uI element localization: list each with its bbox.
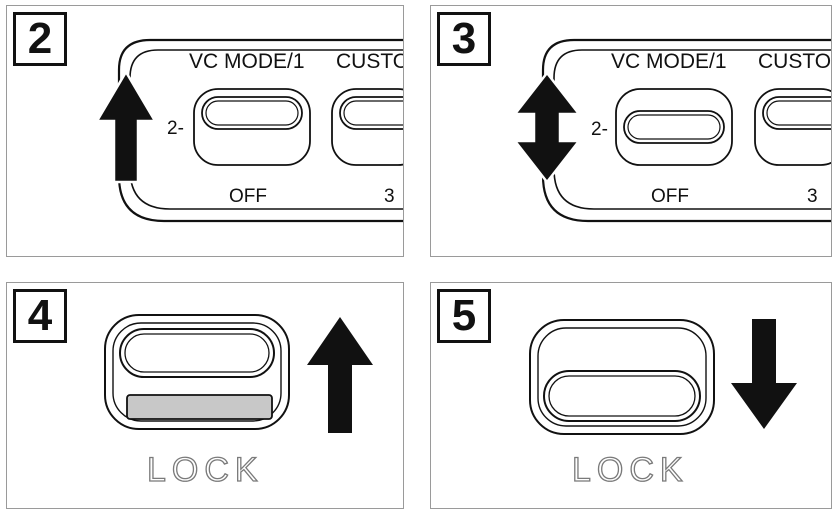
switch-diagram-step-2: VC MODE/1 CUSTO 2- OFF 3: [94, 38, 404, 223]
lock-indicator: [126, 394, 273, 420]
custom-label: CUSTO: [336, 50, 404, 73]
lock-slider[interactable]: [543, 370, 701, 422]
step-number-4: 4: [13, 289, 67, 343]
switch-knob[interactable]: [623, 110, 725, 144]
switch-knob[interactable]: [201, 96, 303, 130]
up-arrow-icon: [307, 317, 373, 433]
lock-diagram-step-4: LOCK: [104, 314, 373, 490]
down-arrow-icon: [731, 319, 797, 429]
vc-mode-label: VC MODE/1: [611, 50, 727, 73]
custom-label: CUSTO: [758, 50, 831, 73]
lock-slider[interactable]: [119, 328, 275, 378]
lock-diagram-step-5: LOCK: [529, 319, 797, 490]
step-number-2: 2: [13, 12, 67, 66]
position-2-label: 2-: [167, 118, 184, 139]
off-label: OFF: [229, 186, 267, 207]
step-2-panel: 2 VC MODE/1 CUSTO 2- OFF 3: [6, 5, 404, 257]
step-3-panel: 3 VC MODE/1 CUSTO 2- OFF 3: [430, 5, 832, 257]
up-down-arrow-icon: [512, 70, 582, 185]
lock-label: LOCK: [147, 451, 264, 489]
off-label: OFF: [651, 186, 689, 207]
switch-diagram-step-3: VC MODE/1 CUSTO 2- OFF 3: [512, 38, 831, 223]
step-number-3: 3: [437, 12, 491, 66]
position-3-label: 3: [807, 186, 818, 207]
vc-mode-label: VC MODE/1: [189, 50, 305, 73]
position-3-label: 3: [384, 186, 395, 207]
lock-label: LOCK: [572, 451, 689, 489]
up-arrow-icon: [94, 69, 158, 184]
step-5-panel: 5 LOCK: [430, 282, 832, 509]
step-number-5: 5: [437, 289, 491, 343]
position-2-label: 2-: [591, 119, 608, 140]
step-4-panel: 4 LOCK: [6, 282, 404, 509]
